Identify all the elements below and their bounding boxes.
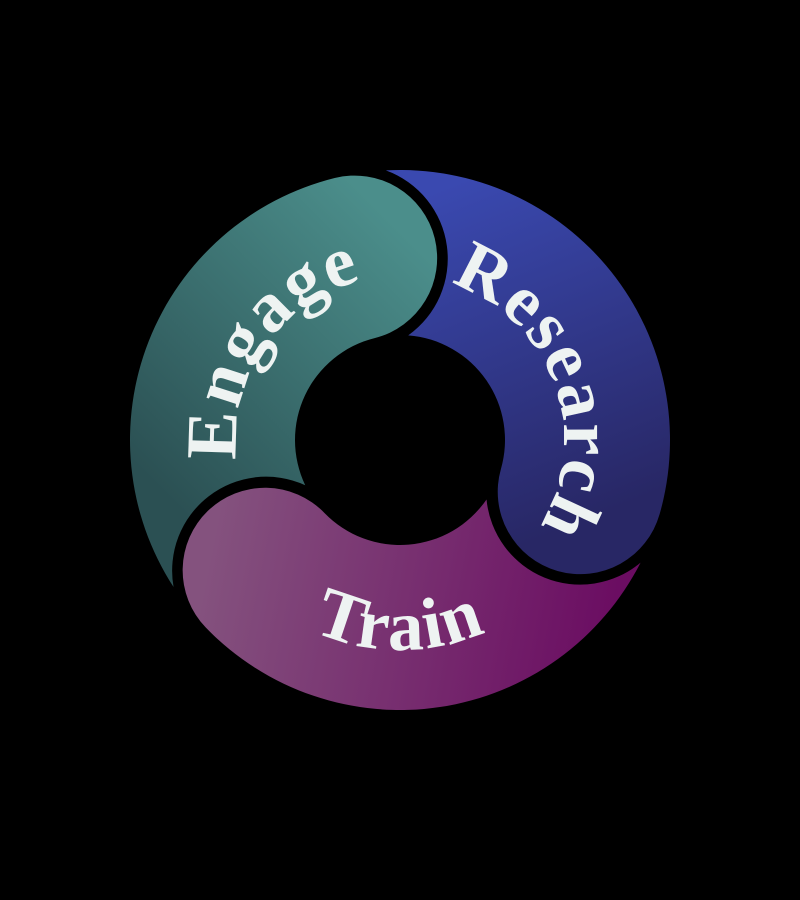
segment-train-shape <box>182 487 641 711</box>
segment-research-shape <box>385 170 670 575</box>
segment-engage-shape <box>130 175 438 588</box>
segment-train-label: Train <box>307 571 493 666</box>
